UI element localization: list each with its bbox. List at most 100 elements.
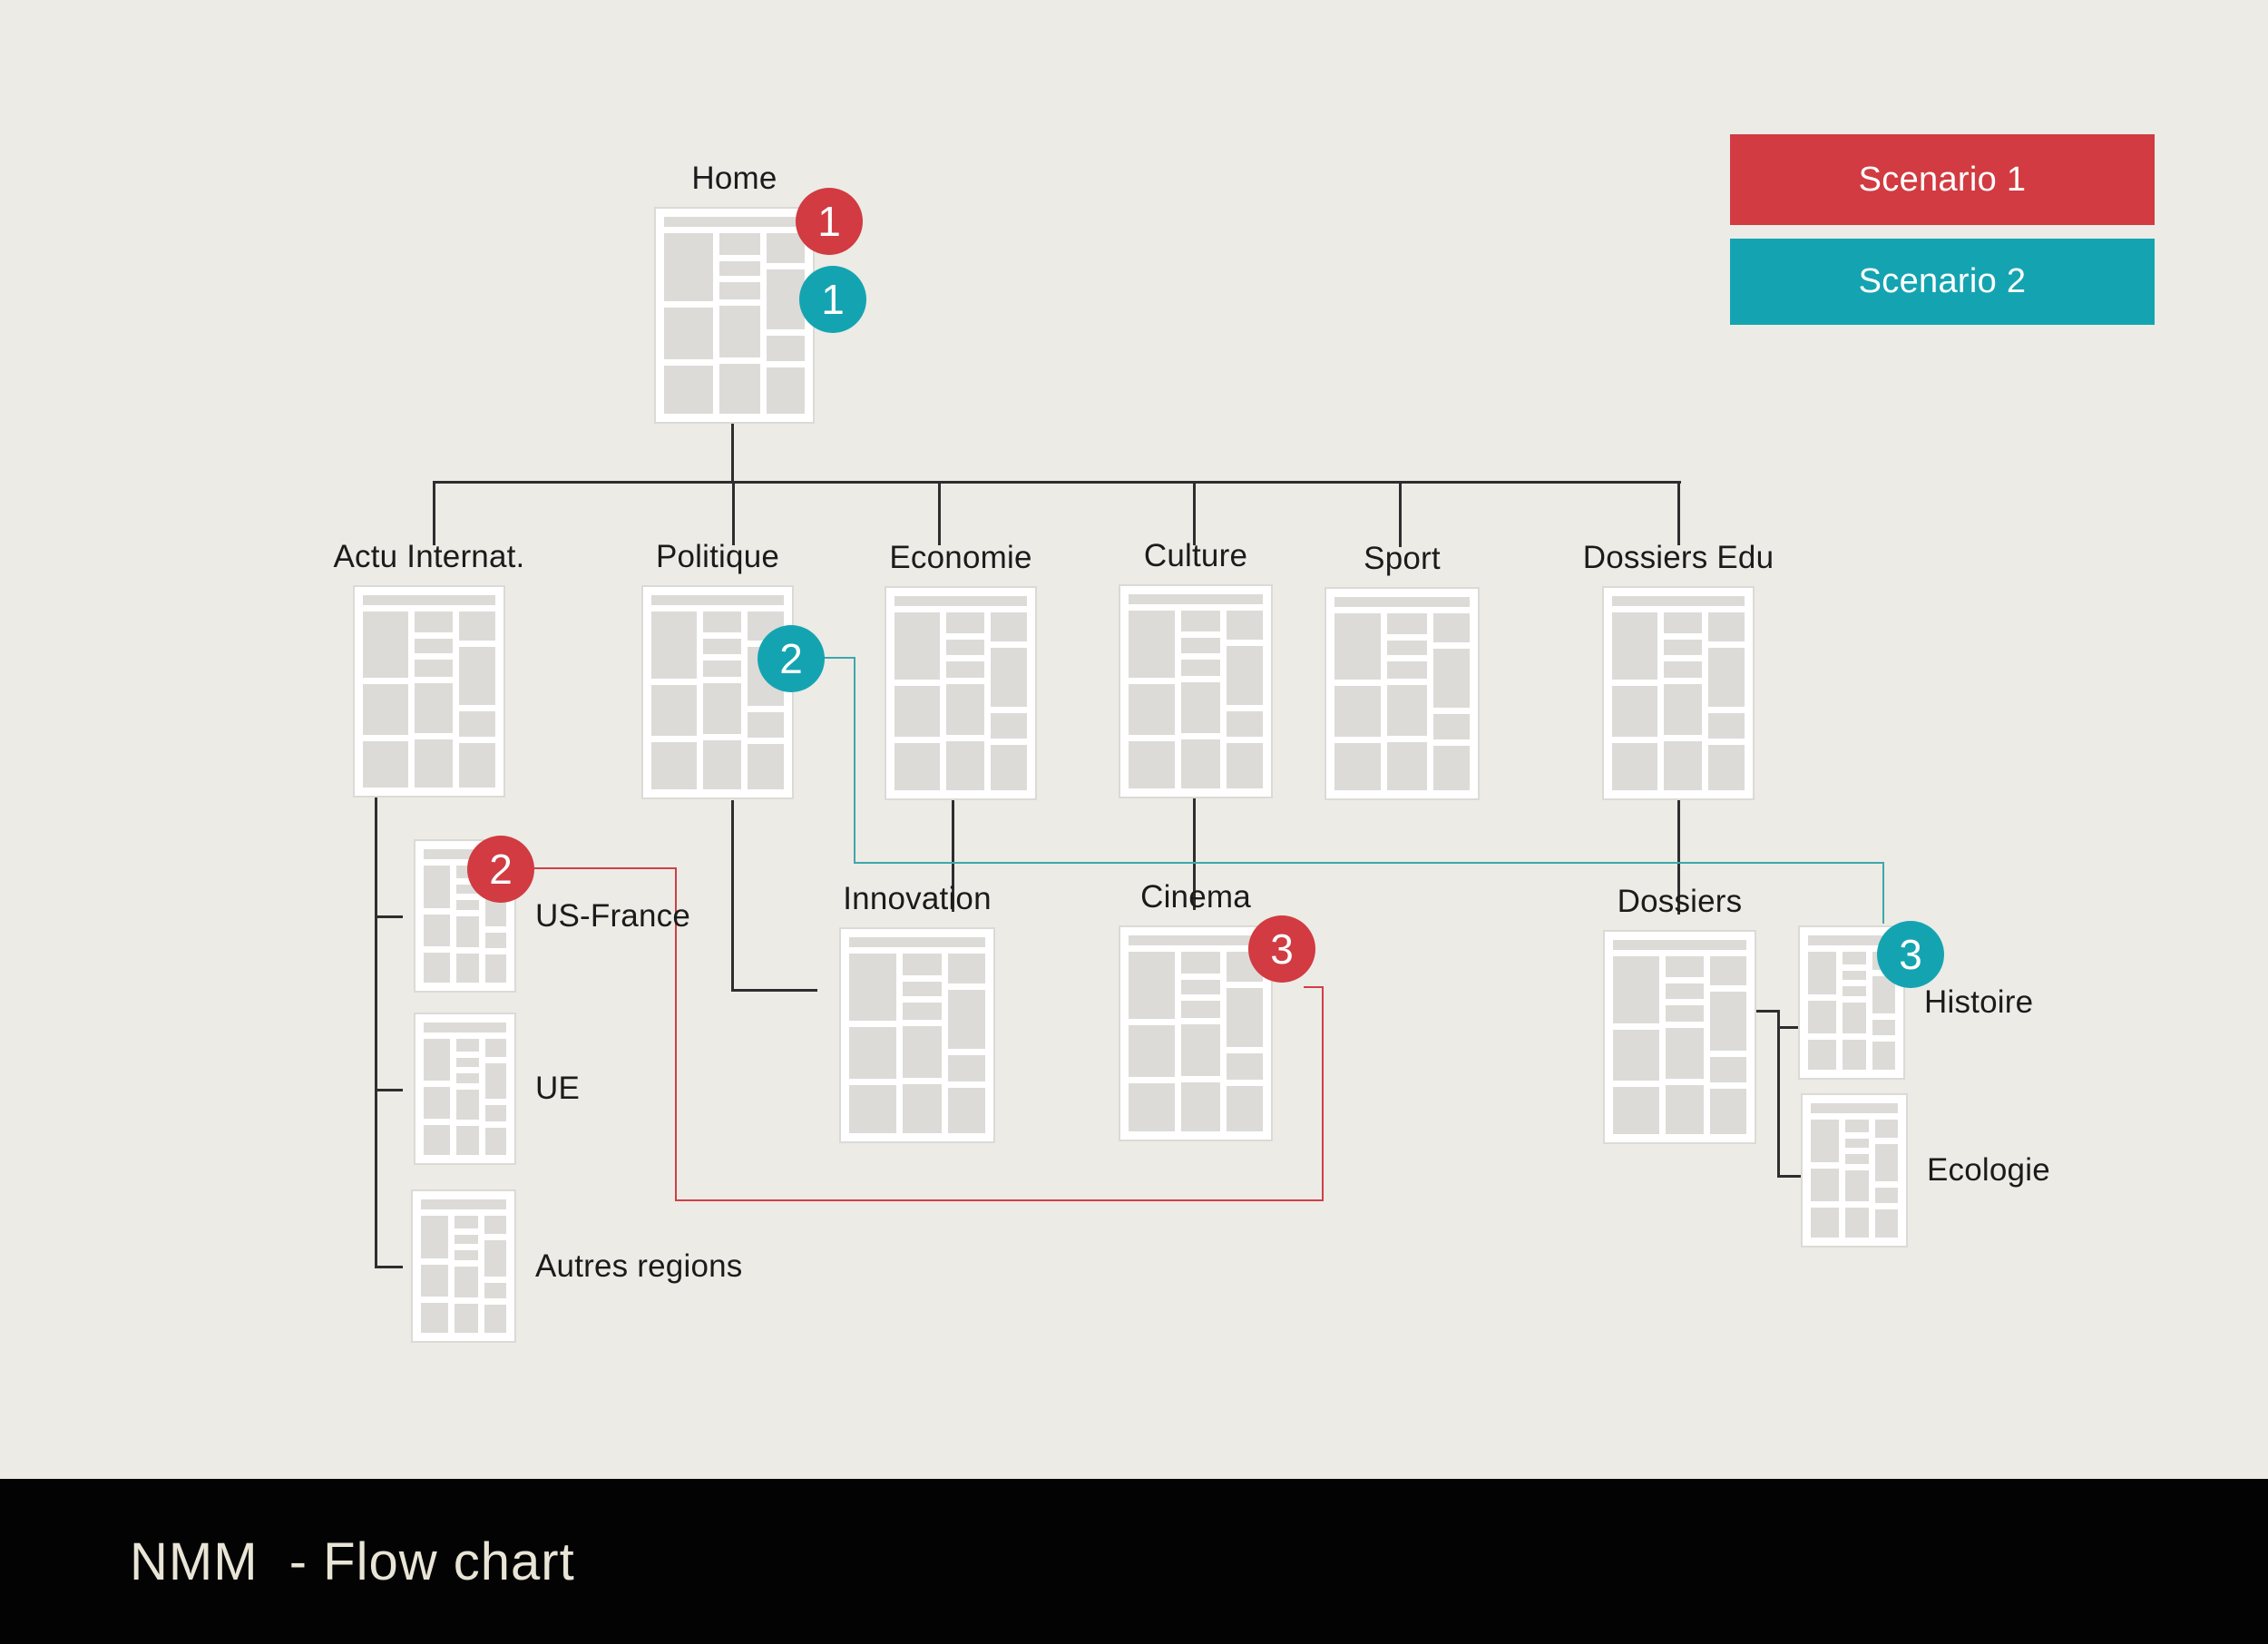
- page-node-culture: Culture: [1119, 538, 1273, 798]
- page-column: [1180, 952, 1220, 1132]
- page-column: [421, 1216, 449, 1333]
- page-header-bar: [424, 1023, 506, 1032]
- badge-scenario1-step2: 2: [467, 836, 534, 903]
- page-header-bar: [1129, 594, 1263, 604]
- connector-scenario1-path: [1322, 986, 1324, 1201]
- page-label-sport: Sport: [1364, 541, 1441, 576]
- connector-politique-elbow: [731, 800, 734, 992]
- page-column: [703, 612, 742, 789]
- page-column: [902, 954, 943, 1134]
- page-node-ecologie: Ecologie: [1801, 1093, 2050, 1248]
- page-node-economie: Economie: [885, 540, 1037, 800]
- page-columns: [1129, 611, 1263, 788]
- page-column: [424, 1039, 451, 1155]
- page-header-bar: [1612, 596, 1745, 606]
- page-columns: [363, 612, 495, 788]
- page-node-innovation: Innovation: [839, 881, 995, 1143]
- page-column: [1664, 612, 1703, 790]
- connector-actu-bracket: [375, 1089, 403, 1091]
- page-label-innovation: Innovation: [843, 881, 992, 916]
- connector-scenario2-path: [854, 657, 855, 864]
- connector-home-down: [731, 424, 734, 484]
- badge-scenario2-step3: 3: [1877, 921, 1944, 988]
- connector-scenario1-path: [675, 1199, 1324, 1201]
- badge-scenario1-step3: 3: [1248, 915, 1315, 983]
- page-thumbnail: [839, 927, 995, 1143]
- page-column: [1226, 611, 1263, 788]
- page-column: [1811, 1120, 1840, 1238]
- page-thumbnail: [1603, 930, 1756, 1144]
- page-header-bar: [363, 595, 495, 605]
- page-column: [664, 233, 713, 414]
- page-header-bar: [1808, 935, 1895, 945]
- page-header-bar: [664, 217, 805, 227]
- page-column: [1612, 612, 1658, 790]
- page-label-cinema: Cinema: [1140, 879, 1251, 915]
- page-label-autres-regions: Autres regions: [535, 1248, 743, 1284]
- page-header-bar: [424, 849, 506, 859]
- connector-actu-bracket: [375, 798, 377, 1268]
- connector-trunk-branches: [732, 481, 735, 545]
- legend-scenario-2: Scenario 2: [1730, 239, 2155, 325]
- legend: Scenario 1 Scenario 2: [1730, 134, 2155, 325]
- page-header-bar: [1811, 1103, 1898, 1113]
- page-column: [1432, 613, 1470, 790]
- page-header-bar: [849, 937, 985, 947]
- connector-scenario1-path: [1304, 986, 1324, 988]
- page-label-actu-internat: Actu Internat.: [333, 539, 525, 574]
- page-title: NMM - Flow chart: [130, 1531, 575, 1591]
- legend-scenario-1-label: Scenario 1: [1858, 160, 2027, 199]
- page-columns: [664, 233, 805, 414]
- page-column: [1613, 956, 1659, 1134]
- page-column: [946, 612, 985, 790]
- connector-dossiers-edu-down: [1677, 800, 1680, 915]
- page-column: [1180, 611, 1220, 788]
- connector-scenario2-path: [854, 862, 1884, 864]
- connector-scenario1-path: [534, 867, 677, 869]
- connector-trunk-branches: [1399, 481, 1402, 547]
- page-column: [651, 612, 698, 789]
- page-header-bar: [1334, 597, 1470, 607]
- page-node-cinema: Cinema: [1119, 879, 1273, 1141]
- page-column: [424, 866, 451, 983]
- page-thumbnail: [1119, 925, 1273, 1141]
- page-column: [459, 612, 495, 788]
- connector-dossiers-bracket: [1756, 1010, 1780, 1013]
- page-column: [1129, 952, 1175, 1131]
- connector-dossiers-bracket: [1777, 1010, 1780, 1178]
- page-header-bar: [894, 596, 1027, 606]
- page-column: [1665, 956, 1705, 1134]
- connector-dossiers-bracket: [1777, 1175, 1802, 1178]
- page-node-sport: Sport: [1325, 541, 1480, 800]
- page-label-politique: Politique: [655, 539, 780, 574]
- connector-dossiers-bracket: [1777, 1026, 1798, 1029]
- page-columns: [894, 612, 1027, 790]
- page-column: [456, 1039, 479, 1155]
- page-thumbnail: [1801, 1093, 1908, 1248]
- page-label-ecologie: Ecologie: [1927, 1152, 2050, 1188]
- page-column: [766, 233, 805, 414]
- page-column: [363, 612, 409, 788]
- page-node-ue: UE: [414, 1013, 580, 1165]
- connector-trunk: [433, 481, 1681, 484]
- page-columns: [421, 1216, 506, 1333]
- page-column: [484, 1216, 506, 1333]
- page-column: [849, 954, 896, 1133]
- page-thumbnail: [654, 207, 815, 424]
- page-thumbnail: [641, 585, 794, 799]
- page-thumbnail: [1325, 587, 1480, 800]
- page-node-politique: Politique: [641, 539, 794, 799]
- page-columns: [1129, 952, 1263, 1132]
- page-columns: [424, 1039, 506, 1155]
- page-columns: [1334, 613, 1470, 791]
- page-header-bar: [651, 595, 784, 605]
- page-label-histoire: Histoire: [1924, 984, 2034, 1020]
- page-columns: [849, 954, 985, 1134]
- page-column: [1334, 613, 1382, 791]
- badge-scenario2-step2: 2: [758, 625, 825, 692]
- page-column: [1226, 952, 1263, 1132]
- page-node-dossiers: Dossiers: [1603, 884, 1756, 1144]
- badge-scenario2-step1: 1: [799, 266, 866, 333]
- page-node-actu-internat: Actu Internat.: [334, 539, 524, 798]
- page-header-bar: [421, 1199, 506, 1209]
